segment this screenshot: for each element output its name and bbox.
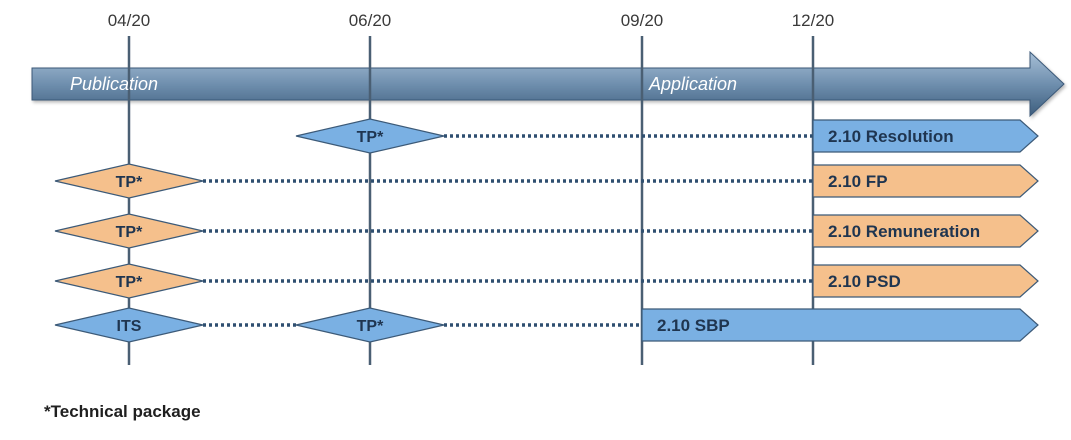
deliverable-label: 2.10 Remuneration: [828, 222, 980, 241]
milestone-label: TP*: [357, 129, 384, 146]
milestone-label: TP*: [116, 274, 143, 291]
month-label: 12/20: [792, 11, 835, 30]
milestone-diamond: [54, 263, 204, 299]
deliverable-label: 2.10 PSD: [828, 272, 901, 291]
deliverable-bar: [812, 264, 1039, 298]
timeline-arrow: [31, 50, 1065, 118]
milestone-label: TP*: [357, 318, 384, 335]
milestone-diamond: [295, 307, 445, 343]
footnote: *Technical package: [44, 402, 201, 421]
milestone-diamond: [54, 163, 204, 199]
deliverable-bar: [812, 119, 1039, 153]
deliverable-label: 2.10 Resolution: [828, 127, 954, 146]
month-label: 09/20: [621, 11, 664, 30]
deliverable-label: 2.10 FP: [828, 172, 888, 191]
deliverable-label: 2.10 SBP: [657, 316, 730, 335]
month-label: 04/20: [108, 11, 151, 30]
milestone-label: TP*: [116, 224, 143, 241]
deliverable-bar: [812, 164, 1039, 198]
milestone-diamond: [295, 118, 445, 154]
milestone-diamond: [54, 213, 204, 249]
deliverable-bar: [641, 308, 1039, 342]
milestone-diamond: [54, 307, 204, 343]
phase-label-application: Application: [648, 74, 737, 94]
month-label: 06/20: [349, 11, 392, 30]
phase-label-publication: Publication: [70, 74, 158, 94]
deliverable-bar: [812, 214, 1039, 248]
milestone-label: ITS: [117, 318, 142, 335]
milestone-label: TP*: [116, 174, 143, 191]
